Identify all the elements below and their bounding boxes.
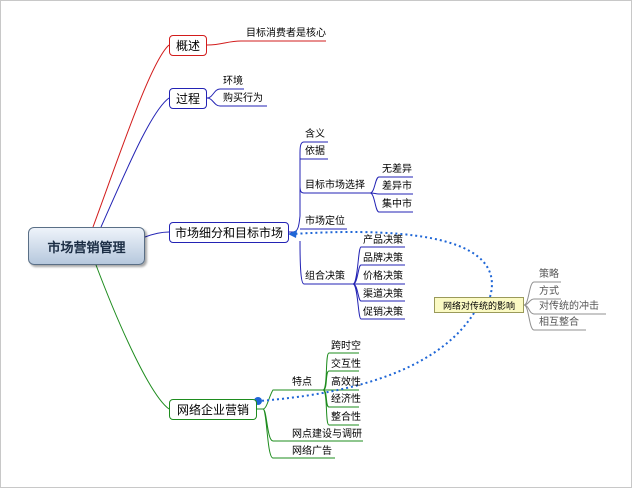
link-root-network [95,264,170,410]
callout-network-impact[interactable]: 网络对传统的影响 [434,297,524,313]
node-concentrated[interactable]: 集中市 [382,199,412,210]
node-promotion-decision[interactable]: 促销决策 [363,307,403,318]
node-environment[interactable]: 环境 [223,76,243,87]
node-brand-decision[interactable]: 品牌决策 [363,253,403,264]
branch-network-marketing[interactable]: 网络企业营销 [169,399,257,420]
node-undifferentiated[interactable]: 无差异 [382,164,412,175]
branch-segmentation[interactable]: 市场细分和目标市场 [169,222,289,243]
link-segmentation-trunk [289,141,370,285]
link-mix-decisions [352,246,405,320]
node-method[interactable]: 方式 [539,286,559,297]
link-process-children [206,88,267,107]
link-root-process [100,97,170,228]
node-features[interactable]: 特点 [292,377,312,388]
node-channel-decision[interactable]: 渠道决策 [363,289,403,300]
node-target-consumer[interactable]: 目标消费者是核心 [246,28,326,39]
root-node[interactable]: 市场营销管理 [28,227,145,265]
node-meaning[interactable]: 含义 [305,129,325,140]
branch-process[interactable]: 过程 [169,88,207,109]
node-impact-on-traditional[interactable]: 对传统的冲击 [539,301,599,312]
node-cross-time-space[interactable]: 跨时空 [331,341,361,352]
node-target-selection[interactable]: 目标市场选择 [305,180,365,191]
node-buying-behavior[interactable]: 购买行为 [223,93,263,104]
branch-overview[interactable]: 概述 [169,35,207,56]
node-strategy[interactable]: 策略 [539,269,559,280]
link-target-selection [369,176,413,213]
node-differentiated[interactable]: 差异市 [382,181,412,192]
node-mutual-integration[interactable]: 相互整合 [539,317,579,328]
node-efficiency[interactable]: 高效性 [331,377,361,388]
node-integration[interactable]: 整合性 [331,412,361,423]
relationship-dotted-top [292,231,493,298]
node-basis[interactable]: 依据 [305,146,325,157]
node-positioning[interactable]: 市场定位 [305,216,345,227]
link-network-children [257,389,363,459]
link-overview-child [206,40,326,46]
node-interactivity[interactable]: 交互性 [331,359,361,370]
node-network-ads[interactable]: 网络广告 [292,446,332,457]
node-price-decision[interactable]: 价格决策 [363,271,403,282]
link-callout-children [523,281,606,331]
link-root-segmentation [144,231,170,238]
node-mix-decision[interactable]: 组合决策 [305,271,345,282]
node-product-decision[interactable]: 产品决策 [363,235,403,246]
node-economy[interactable]: 经济性 [331,394,361,405]
link-features-children [322,352,359,426]
arrow-head-icon [288,230,297,238]
link-root-overview [92,44,170,228]
node-site-building[interactable]: 网点建设与调研 [292,429,362,440]
